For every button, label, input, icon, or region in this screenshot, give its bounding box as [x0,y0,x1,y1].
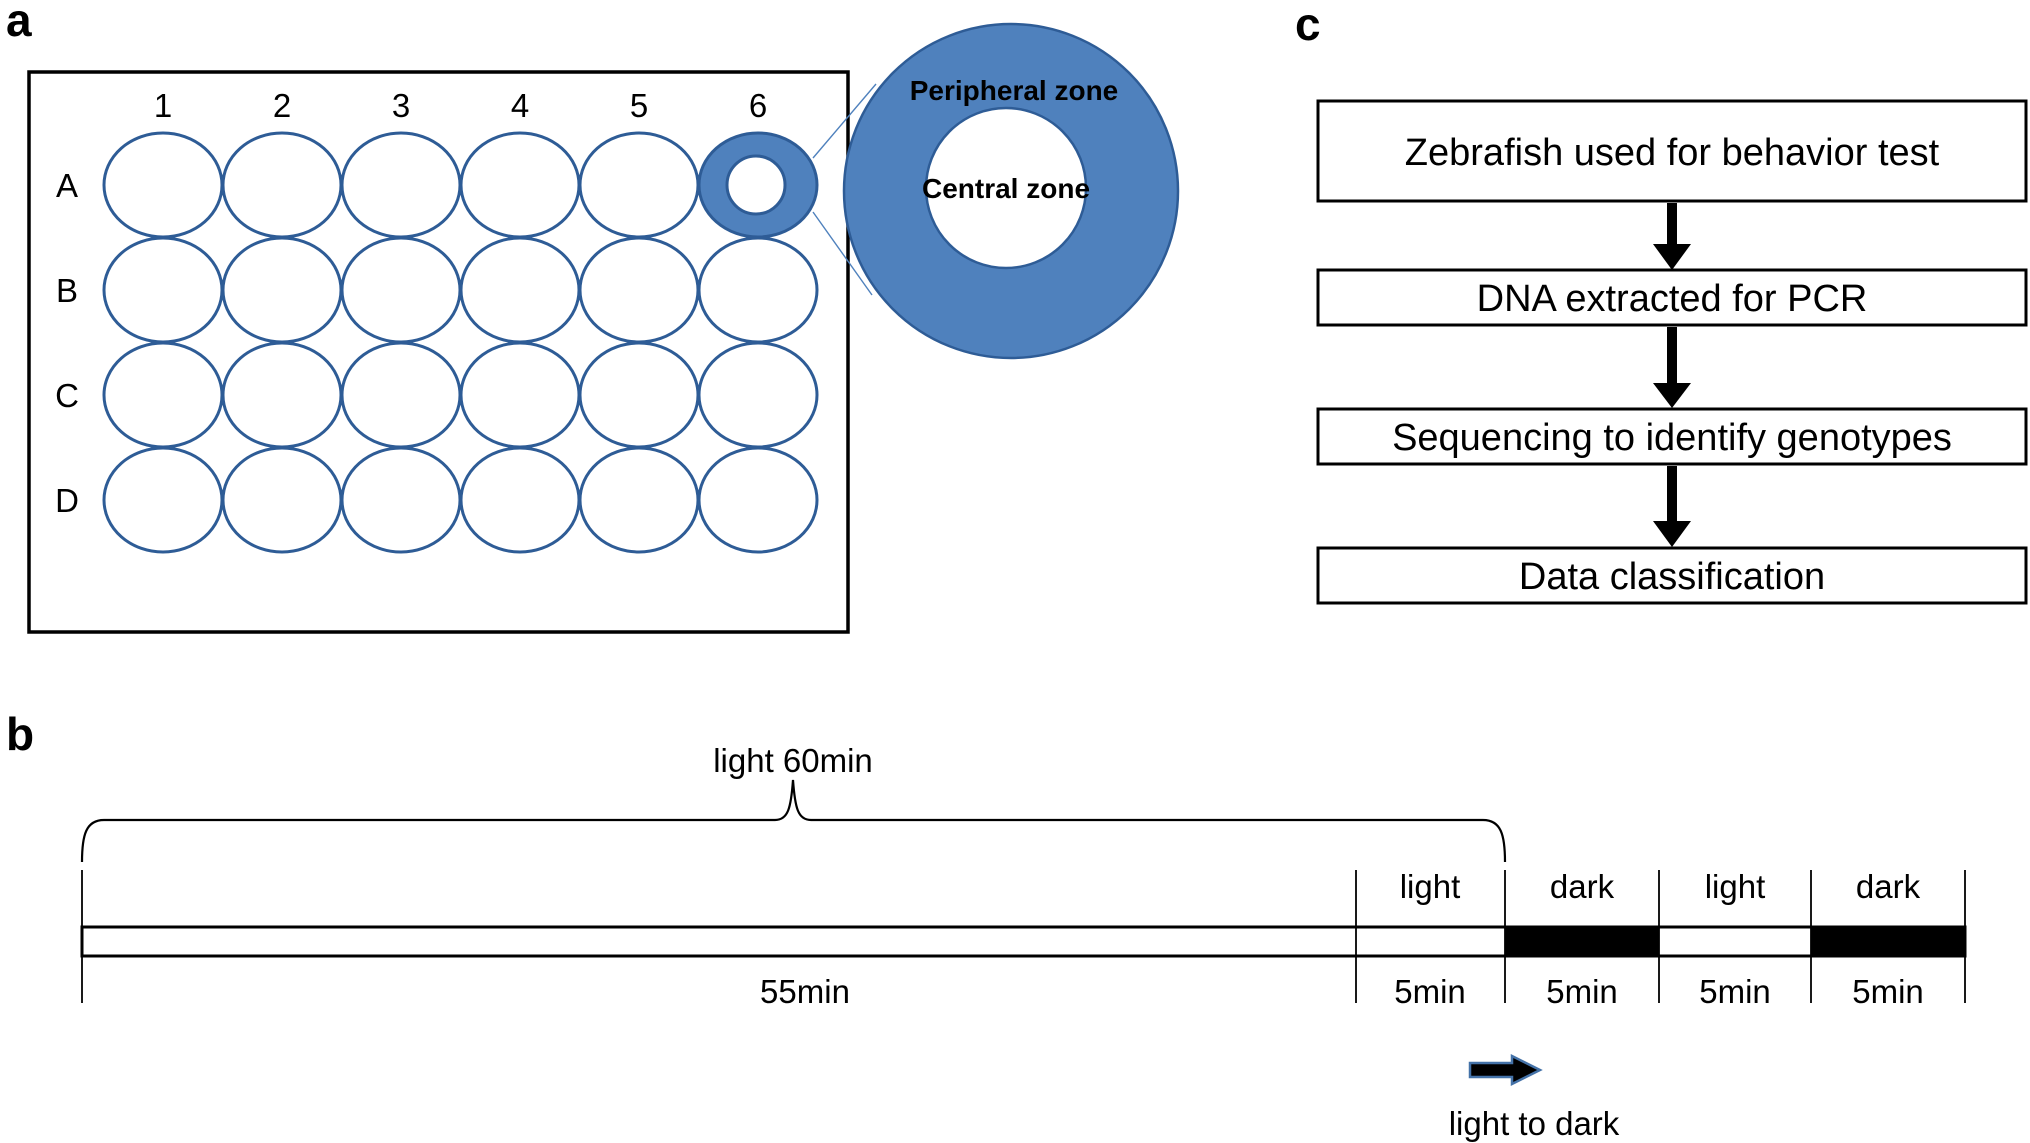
flow-step-label: Sequencing to identify genotypes [1392,417,1952,459]
well [459,131,581,239]
well [221,236,343,344]
plate-column-label: 2 [273,87,291,124]
well [102,341,224,449]
well [340,341,462,449]
phase-label: dark [1550,868,1615,905]
well [459,341,581,449]
panel-a: a 1 2 3 4 5 6 A B C D [6,0,1180,634]
phase-label: light [1400,868,1461,905]
highlighted-well-inner [725,154,787,216]
well-grid [102,131,819,554]
down-arrow-icon [1653,244,1691,270]
well [578,236,700,344]
plate-column-label: 6 [749,87,767,124]
well [102,131,224,239]
zoom-callout-line [812,83,877,159]
well [102,446,224,554]
segment-ticks [81,870,1966,1003]
peripheral-zone-label: Peripheral zone [910,75,1119,106]
plate-row-label: B [56,272,78,309]
plate-column-label: 1 [154,87,172,124]
flow-arrows [1653,203,1691,547]
well [459,446,581,554]
brace-label: light 60min [713,742,873,779]
phase-label: dark [1856,868,1921,905]
panel-b: b light 60min light dark light dark 55mi… [6,708,1967,1142]
well [578,131,700,239]
well [578,341,700,449]
dark-segment [1505,927,1659,956]
duration-label: 5min [1699,973,1771,1010]
well [221,341,343,449]
plate-column-label: 5 [630,87,648,124]
dark-segment [1811,927,1965,956]
down-arrow-icon [1667,203,1677,246]
flow-step-box [1316,268,2028,327]
zoomed-well-central-zone [924,106,1088,270]
plate-row-label: C [55,377,79,414]
timeline-bar [80,925,1967,958]
well [697,446,819,554]
central-zone-label: Central zone [922,173,1090,204]
down-arrow-icon [1667,466,1677,523]
well [578,446,700,554]
panel-b-label: b [6,708,34,760]
well [221,446,343,554]
well [697,236,819,344]
plate-column-label: 4 [511,87,529,124]
flow-step-label: DNA extracted for PCR [1477,278,1868,320]
well [697,341,819,449]
well [340,131,462,239]
flow-step-box [1316,546,2028,605]
flow-step-label: Data classification [1519,556,1825,598]
well [340,446,462,554]
right-arrow-icon [1468,1053,1543,1087]
duration-label: 55min [760,973,850,1010]
well [102,236,224,344]
down-arrow-icon [1653,383,1691,408]
zoom-callout-line [812,211,873,296]
phase-label: light [1705,868,1766,905]
plate-row-label: D [55,482,79,519]
flow-step-box [1316,407,2028,466]
duration-label: 5min [1546,973,1618,1010]
well [221,131,343,239]
panel-c-label: c [1295,0,1321,50]
plate-row-label: A [56,167,78,204]
duration-label: 5min [1394,973,1466,1010]
plate-column-label: 3 [392,87,410,124]
panel-c: c Zebrafish used for behavior test DNA e… [1295,0,2028,605]
flow-step-box [1316,99,2028,203]
well [340,236,462,344]
duration-label: 5min [1852,973,1924,1010]
transition-label: light to dark [1449,1105,1620,1142]
well [459,236,581,344]
flow-step-label: Zebrafish used for behavior test [1405,132,1940,174]
light-60min-brace [80,779,1507,863]
panel-a-label: a [6,0,32,46]
down-arrow-icon [1667,327,1677,385]
down-arrow-icon [1653,521,1691,547]
